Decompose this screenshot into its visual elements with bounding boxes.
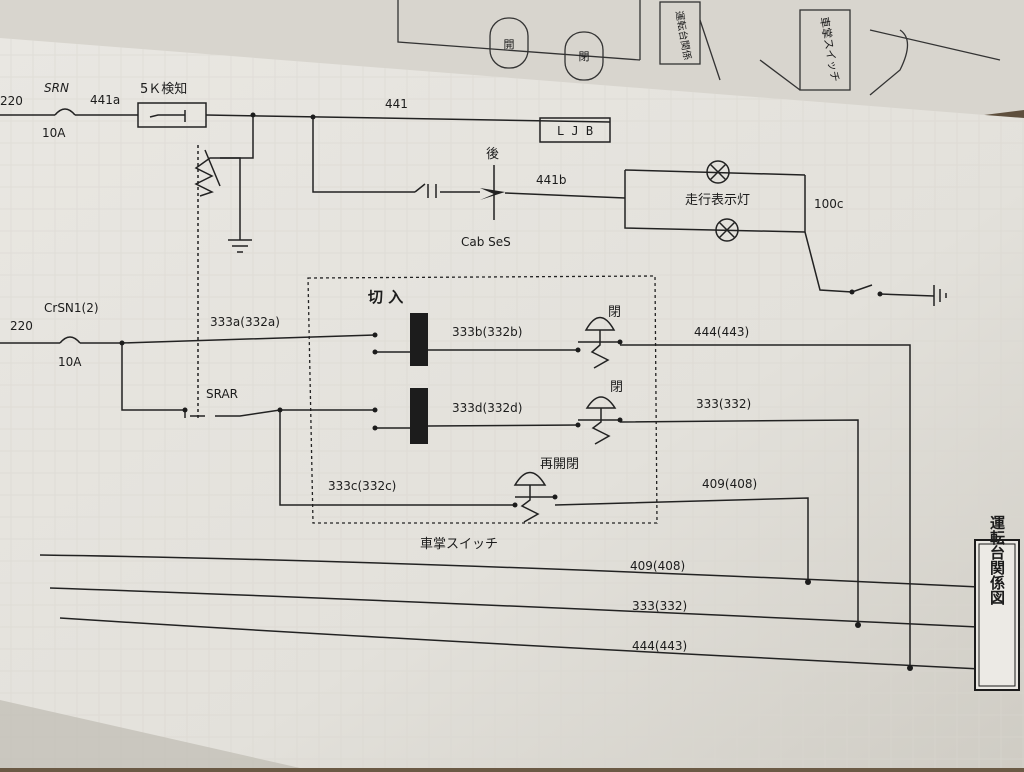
label-333b: 333b(332b)	[452, 325, 522, 339]
ground-symbol-left	[228, 239, 252, 253]
label-bus-333: 333(332)	[632, 599, 687, 613]
run-lamp-2	[715, 218, 739, 242]
label-100c: 100c	[814, 197, 844, 211]
label-ljb: L J B	[557, 124, 593, 138]
label-bus-409: 409(408)	[630, 559, 685, 573]
side-title-box	[974, 539, 1020, 691]
circuit-wires	[0, 102, 1001, 671]
label-crsn1: CrSN1(2)	[44, 301, 99, 315]
box-cab-relation	[659, 1, 701, 65]
label-crsn1-amp: 10A	[58, 355, 82, 369]
label-srn: SRN	[44, 81, 69, 95]
label-441a: 441a	[90, 93, 120, 107]
pushbutton-reopen-close	[513, 471, 547, 486]
label-run-lamp: 走行表示灯	[685, 193, 750, 208]
ground-symbol-right	[933, 285, 947, 306]
previous-page	[0, 0, 1024, 118]
run-lamp-1	[706, 160, 730, 184]
pill-open-label: 開	[504, 38, 515, 51]
wire-333-mid	[619, 419, 859, 625]
label-444-top: 444(443)	[694, 325, 749, 339]
label-5k-detect: 5Ｋ検知	[140, 81, 187, 97]
label-srn-amp: 10A	[42, 126, 66, 140]
label-conductor-switch: 車掌スイッチ	[420, 537, 498, 552]
terminals	[119, 112, 913, 671]
wire-441	[205, 114, 611, 123]
label-cab-ses: Cab SeS	[461, 235, 511, 249]
wire-409-mid	[554, 497, 809, 582]
switch-bar-cut-in	[410, 313, 428, 366]
label-441b: 441b	[536, 173, 567, 187]
wire-441b	[504, 192, 626, 199]
label-cut-in: 切 入	[368, 288, 403, 306]
pill-close-label: 閉	[579, 50, 590, 63]
label-220-top: 220	[0, 94, 23, 108]
label-reopen-close: 再開閉	[540, 457, 579, 472]
wire-444-top	[620, 344, 911, 668]
label-441: 441	[385, 97, 408, 111]
fuse-crsn1	[59, 336, 81, 344]
label-bus-444: 444(443)	[632, 639, 687, 653]
bus-444	[59, 617, 1001, 671]
label-333a: 333a(332a)	[210, 315, 280, 329]
variable-resistor	[194, 115, 254, 197]
label-333d: 333d(332d)	[452, 401, 522, 415]
label-close-1: 閉	[608, 305, 621, 320]
label-409-mid: 409(408)	[702, 477, 757, 491]
pill-open	[489, 17, 529, 69]
bus-409	[39, 554, 1001, 589]
conductor-switch-box	[307, 275, 658, 524]
side-title: 運転台関係図	[988, 515, 1006, 606]
box-conductor-switch	[799, 9, 851, 91]
pill-close	[564, 31, 604, 81]
pushbutton-close-2	[585, 396, 617, 409]
label-rear: 後	[486, 147, 499, 162]
label-333-mid: 333(332)	[696, 397, 751, 411]
fuse-srn	[54, 108, 76, 116]
bus-333	[49, 587, 1001, 629]
ljb-box	[539, 117, 611, 143]
top-strip	[397, 0, 1001, 96]
switch-bar-2	[410, 388, 428, 444]
label-srar: SRAR	[206, 387, 238, 401]
pushbutton-close-1	[584, 316, 616, 331]
label-220-mid: 220	[10, 319, 33, 333]
label-333c: 333c(332c)	[328, 479, 396, 493]
cab-ses-contact	[480, 188, 505, 200]
label-close-2: 閉	[610, 380, 623, 395]
